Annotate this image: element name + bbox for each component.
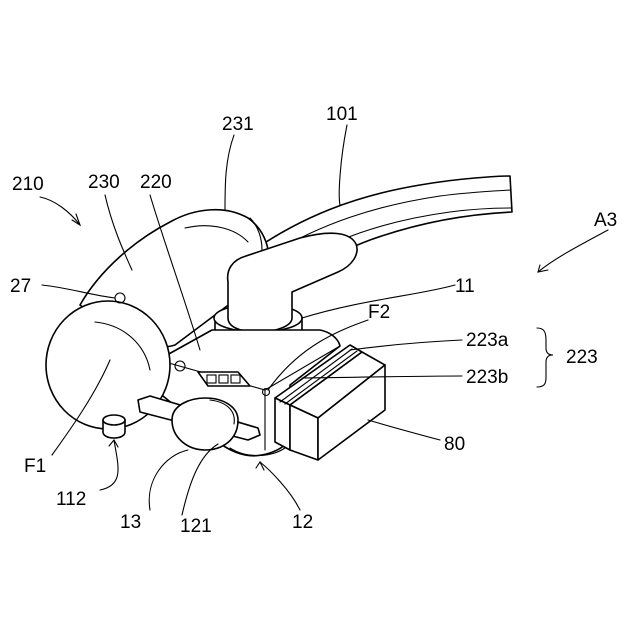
label-231: 231 <box>222 114 254 135</box>
label-F1: F1 <box>24 456 46 477</box>
label-F2: F2 <box>368 302 390 323</box>
label-101: 101 <box>326 104 358 125</box>
label-11: 11 <box>455 276 475 297</box>
label-220: 220 <box>140 172 172 193</box>
label-12: 12 <box>292 512 313 533</box>
label-223a: 223a <box>466 330 509 351</box>
bracket-223 <box>537 328 553 387</box>
label-112: 112 <box>56 489 86 510</box>
label-223: 223 <box>566 347 598 368</box>
label-210: 210 <box>12 174 44 195</box>
label-A3: A3 <box>594 210 617 231</box>
label-121: 121 <box>180 516 212 537</box>
label-27: 27 <box>10 276 31 297</box>
label-80: 80 <box>444 434 465 455</box>
label-230: 230 <box>88 172 120 193</box>
end-cap-F1 <box>46 301 170 438</box>
label-13: 13 <box>120 512 141 533</box>
label-223b: 223b <box>466 367 508 388</box>
